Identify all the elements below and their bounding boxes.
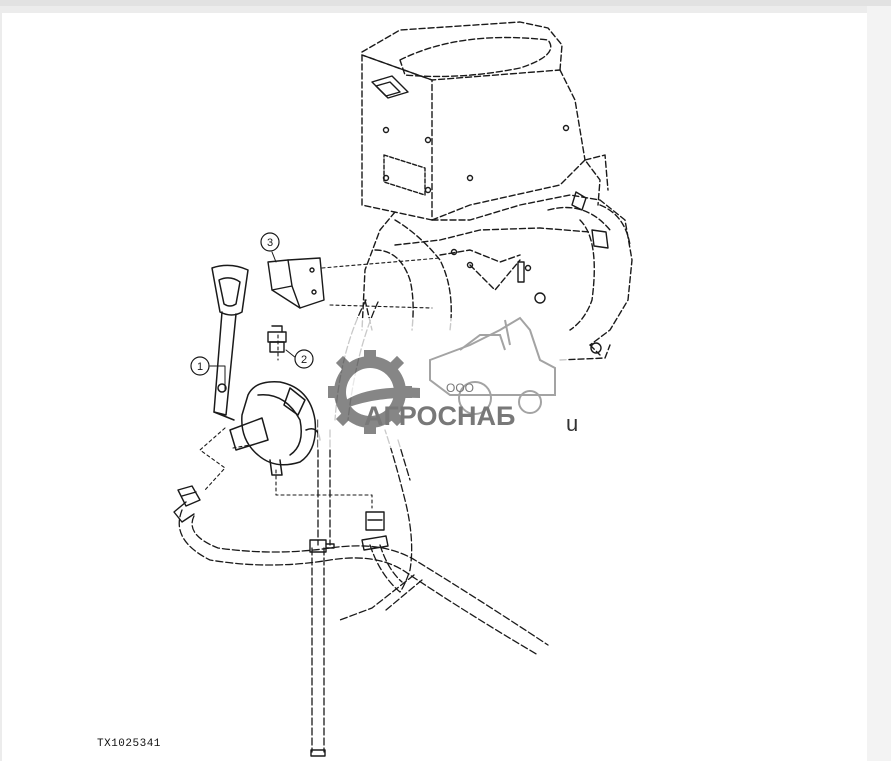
fitting-item-2 [267,325,287,353]
line-end-cap [310,749,326,757]
callout-1-label: 1 [197,361,203,373]
callout-2: 2 [294,349,314,369]
callout-3: 3 [260,232,280,252]
routing-dashes [199,257,441,509]
right-scroll-strip [867,6,891,761]
hose-fitting-left [173,485,201,523]
engine-details [371,75,609,354]
primer-pump [211,264,321,476]
hose-clamp-center [309,539,335,553]
gear-icon [328,350,420,434]
callout-2-label: 2 [301,354,307,366]
agrosnab-watermark: ООО АГРОСНАБ [318,316,568,448]
drawing-code: TX1025341 [97,738,161,750]
top-border [0,0,891,6]
watermark-company-name: АГРОСНАБ [364,401,515,431]
hose-fitting-right [361,511,389,551]
callout-leaders [209,251,297,391]
watermark-prefix: ООО [446,381,474,395]
engine-assembly-outline [361,21,633,361]
harvester-icon [429,316,556,415]
bracket-item-3 [267,257,325,309]
watermark-suffix: u [566,411,579,436]
callout-1: 1 [190,356,210,376]
callout-3-label: 3 [267,237,273,249]
